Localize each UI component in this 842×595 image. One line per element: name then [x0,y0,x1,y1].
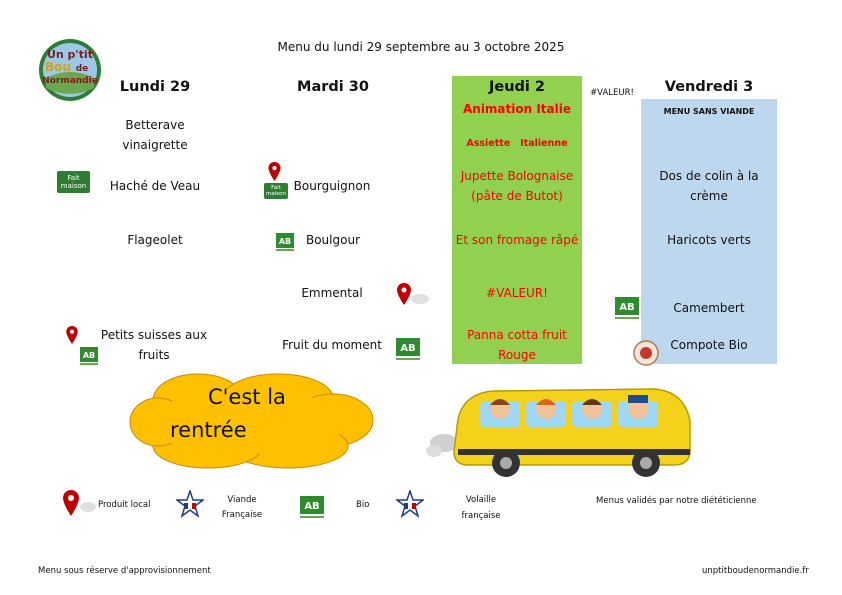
thursday-theme: Animation Italie [462,102,572,116]
friday-main: Dos de colin à la crème [641,166,777,206]
thursday-main-line-1: Jupette Bolognaise [460,169,574,183]
logo-badge-icon: Un p'tit Bou de Normandie [39,39,101,101]
thursday-dessert-line-1: Panna cotta fruit [467,328,567,342]
legend-volaille-line-2: française [461,511,501,521]
tuesday-main: Bourguignon [293,179,371,193]
svg-text:AB: AB [304,501,319,512]
bio-logo-icon: AB [396,338,420,366]
tuesday-side: Boulgour [305,233,360,247]
friday-dessert: Compote Bio [670,338,748,352]
thursday-dessert-line-2: Rouge [498,348,536,362]
friday-main-line-1: Dos de colin à la [659,169,759,183]
logo-line-1: Un p'tit [47,48,93,61]
rentree-cloud [128,370,376,474]
cloud-line-2: rentrée [170,418,247,442]
local-producer-seal-icon [633,340,659,370]
local-pin-icon [268,162,281,185]
viande-francaise-icon [174,488,206,522]
local-pin-icon [66,326,78,348]
logo-line-2: Bou [45,60,71,74]
monday-side: Flageolet [127,233,183,247]
monday-main: Haché de Veau [109,179,201,193]
fait-maison-badge-monday: Fait maison [57,171,90,193]
brand-logo: Un p'tit Bou de Normandie [38,38,102,102]
local-pin-icon [62,490,96,520]
bio-logo-icon: AB [80,347,98,371]
school-bus-icon [426,388,691,477]
bio-logo-icon: AB [276,233,294,257]
thursday-dessert: Panna cotta fruit Rouge [452,325,582,365]
svg-text:AB: AB [279,237,291,246]
thursday-main: Jupette Bolognaise (pâte de Butot) [452,166,582,206]
footer-disclaimer: Menu sous réserve d'approvisionnement [38,566,211,576]
friday-column-bg [641,99,777,364]
svg-text:AB: AB [619,302,634,313]
thursday-main-line-2: (pâte de Butot) [471,189,563,203]
legend-viande-label: Viande Française [212,493,272,523]
friday-side: Haricots verts [667,233,751,247]
thursday-starter: Assiette Italienne [466,138,568,149]
tuesday-dessert: Fruit du moment [282,338,382,352]
day-header-monday: Lundi 29 [119,79,191,95]
thursday-column-bg [452,76,582,364]
page-title: Menu du lundi 29 septembre au 3 octobre … [277,40,565,54]
valeur-column-header: #VALEUR! [590,88,634,98]
cloud-shape-icon [129,373,374,469]
legend-bio-label: Bio [356,500,370,510]
monday-starter-line-1: Betterave [125,118,185,132]
friday-cheese: Camembert [673,301,745,315]
fait-maison-line-2: maison [266,191,286,197]
svg-text:AB: AB [400,343,415,354]
day-header-tuesday: Mardi 30 [297,79,369,95]
tuesday-cheese: Emmental [301,286,363,300]
cloud-line-1: C'est la [208,385,286,409]
legend-local-label: Produit local [98,500,151,510]
day-header-thursday: Jeudi 2 [488,79,546,95]
fait-maison-badge-tuesday: Fait maison [264,183,288,199]
fait-maison-line-2: maison [60,182,87,190]
monday-dessert-line-1: Petits suisses aux [100,328,208,342]
logo-line-3: de [76,64,89,74]
legend-dietician-note: Menus validés par notre diététicienne [596,496,757,506]
thursday-side: Et son fromage râpé [455,233,579,247]
monday-starter-line-2: vinaigrette [122,138,188,152]
svg-text:AB: AB [83,351,95,360]
day-header-friday: Vendredi 3 [664,79,754,95]
legend-viande-line-1: Viande [227,495,257,505]
fait-maison-line-1: Fait [271,185,281,191]
legend-volaille-label: Volaille française [452,492,510,524]
monday-dessert-line-2: fruits [138,348,170,362]
thursday-cheese: #VALEUR! [486,286,548,300]
local-pin-icon [396,283,430,309]
friday-main-line-2: crème [690,189,728,203]
fait-maison-line-1: Fait [67,174,80,182]
logo-line-4: Normandie [42,76,98,86]
bio-logo-icon: AB [615,297,639,327]
bio-logo-icon: AB [300,496,324,526]
footer-website-link[interactable]: unptitboudenormandie.fr [702,566,809,576]
legend-viande-line-2: Française [221,510,263,520]
legend-volaille-line-1: Volaille [465,495,497,505]
monday-dessert: Petits suisses aux fruits [98,325,210,365]
school-bus-illustration [424,373,708,483]
monday-starter: Betterave vinaigrette [100,115,210,155]
volaille-francaise-icon [394,488,426,522]
friday-banner: MENU SANS VIANDE [663,107,755,116]
